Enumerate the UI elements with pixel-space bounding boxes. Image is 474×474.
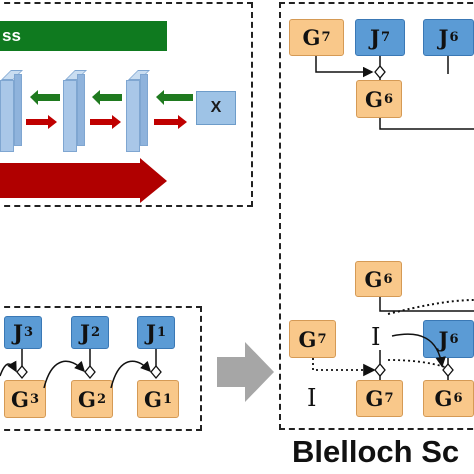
forward-arrow-3 [154,115,187,129]
layer-block-3 [126,80,140,152]
identity-mid: I [371,323,381,351]
blelloch-scan-panel [279,2,474,430]
backward-arrow-2 [92,90,122,105]
x-input-box: X [196,91,236,125]
x-input-label: X [210,99,222,116]
forward-arrow-2 [90,115,121,129]
layer-block-3-side [140,74,148,146]
blelloch-caption: Blelloch Sc [292,434,460,469]
carry-curve-1 [0,360,17,377]
forward-arrow-1 [26,115,57,129]
layer-block-1 [0,80,14,152]
combine-diamond-lower-2 [442,362,454,378]
sequential-scan-panel [0,306,202,431]
identity-bottom: I [307,384,317,412]
banner-text: ss [2,26,21,45]
combine-diamond-3 [150,364,162,380]
carry-curve-3 [110,360,152,389]
layer-block-2-side [77,74,85,146]
carry-curve-2 [43,360,86,389]
backward-arrow-3 [156,90,193,105]
combine-diamond-2 [84,364,96,380]
backward-arrow-1 [30,90,60,105]
combine-diamond-lower-1 [374,362,386,378]
layer-block-2 [63,80,77,152]
combine-diamond-upper [374,64,386,80]
forward-backward-panel [0,2,253,207]
banner-bar: ss [0,21,167,51]
layer-block-1-side [14,74,22,146]
combine-diamond-1 [16,364,28,380]
big-forward-arrow [0,158,167,203]
